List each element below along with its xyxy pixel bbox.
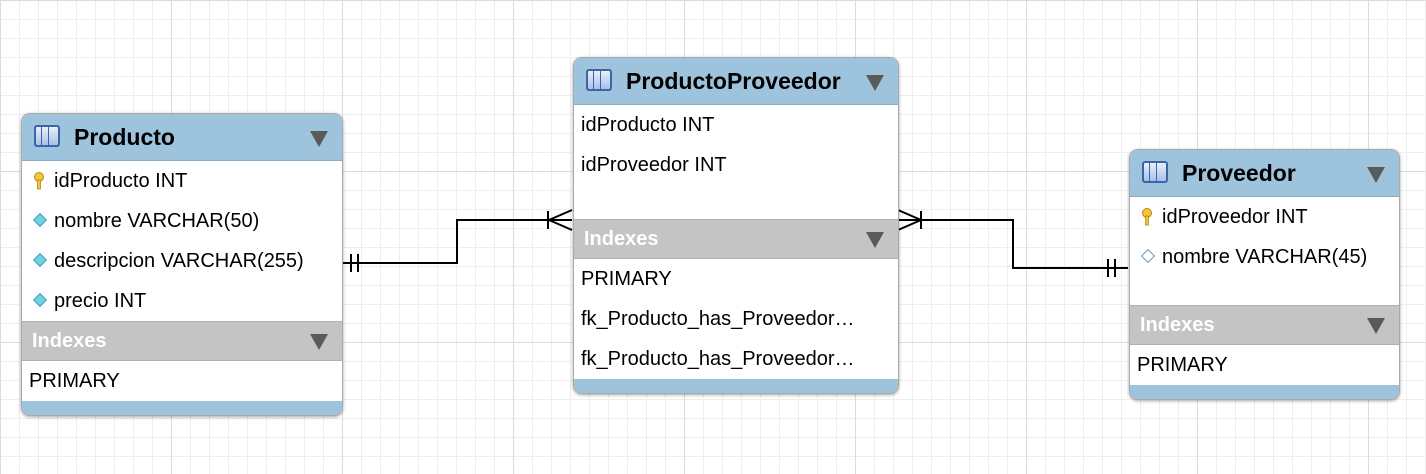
collapse-triangle-icon[interactable] bbox=[310, 334, 328, 350]
column-row[interactable]: nombre VARCHAR(50) bbox=[22, 201, 342, 241]
column-diamond-icon bbox=[32, 292, 48, 308]
entity-producto[interactable]: Producto idProducto INT nombre VARCHAR(5… bbox=[21, 113, 343, 416]
collapse-triangle-icon[interactable] bbox=[1367, 318, 1385, 334]
indexes-title: Indexes bbox=[1140, 314, 1215, 336]
column-label: idProducto INT bbox=[54, 170, 188, 192]
column-label: idProveedor INT bbox=[581, 154, 727, 176]
index-row[interactable]: PRIMARY bbox=[29, 370, 120, 392]
column-row[interactable]: descripcion VARCHAR(255) bbox=[22, 241, 342, 281]
primary-key-icon bbox=[1142, 208, 1152, 226]
column-diamond-icon bbox=[32, 212, 48, 228]
table-icon bbox=[586, 69, 612, 91]
column-label: idProducto INT bbox=[581, 114, 715, 136]
primary-key-icon bbox=[34, 172, 44, 190]
column-row[interactable]: idProveedor INT bbox=[574, 145, 898, 185]
indexes-header[interactable]: Indexes bbox=[1130, 305, 1399, 345]
column-label: nombre VARCHAR(50) bbox=[54, 210, 260, 232]
column-label: descripcion VARCHAR(255) bbox=[54, 250, 304, 272]
column-spacer bbox=[574, 185, 898, 219]
column-row[interactable]: idProveedor INT bbox=[1130, 197, 1399, 237]
column-row[interactable]: idProducto INT bbox=[22, 161, 342, 201]
table-icon bbox=[1142, 161, 1168, 183]
column-diamond-icon bbox=[32, 252, 48, 268]
indexes-header[interactable]: Indexes bbox=[22, 321, 342, 361]
index-row[interactable]: fk_Producto_has_Proveedor… bbox=[581, 348, 855, 370]
entity-footer bbox=[574, 379, 898, 393]
column-label: idProveedor INT bbox=[1162, 206, 1308, 228]
indexes-title: Indexes bbox=[584, 228, 659, 250]
relation-proveedor-line bbox=[898, 219, 1128, 269]
column-label: precio INT bbox=[54, 290, 147, 312]
entity-title: ProductoProveedor bbox=[626, 68, 841, 94]
collapse-triangle-icon[interactable] bbox=[866, 232, 884, 248]
relation-producto-line bbox=[343, 219, 572, 264]
collapse-triangle-icon[interactable] bbox=[310, 131, 328, 147]
column-row[interactable]: nombre VARCHAR(45) bbox=[1130, 237, 1399, 277]
entity-title: Proveedor bbox=[1182, 160, 1296, 186]
column-diamond-outline-icon bbox=[1140, 248, 1156, 264]
table-icon bbox=[34, 125, 60, 147]
column-row[interactable]: precio INT bbox=[22, 281, 342, 321]
crowfoot-pp-left bbox=[546, 209, 573, 231]
indexes-header[interactable]: Indexes bbox=[574, 219, 898, 259]
entity-proveedor[interactable]: Proveedor idProveedor INT nombre VARCHAR… bbox=[1129, 149, 1400, 400]
entity-header[interactable]: ProductoProveedor bbox=[574, 58, 898, 105]
entity-footer bbox=[1130, 385, 1399, 399]
index-row[interactable]: fk_Producto_has_Proveedor… bbox=[581, 308, 855, 330]
entity-producto-proveedor[interactable]: ProductoProveedor idProducto INT idProve… bbox=[573, 57, 899, 394]
entity-footer bbox=[22, 401, 342, 415]
index-row[interactable]: PRIMARY bbox=[1137, 354, 1228, 376]
collapse-triangle-icon[interactable] bbox=[866, 75, 884, 91]
entity-header[interactable]: Producto bbox=[22, 114, 342, 161]
entity-title: Producto bbox=[74, 124, 175, 150]
index-row[interactable]: PRIMARY bbox=[581, 268, 672, 290]
column-label: nombre VARCHAR(45) bbox=[1162, 246, 1368, 268]
collapse-triangle-icon[interactable] bbox=[1367, 167, 1385, 183]
indexes-title: Indexes bbox=[32, 330, 107, 352]
column-spacer bbox=[1130, 277, 1399, 305]
column-row[interactable]: idProducto INT bbox=[574, 105, 898, 145]
entity-header[interactable]: Proveedor bbox=[1130, 150, 1399, 197]
